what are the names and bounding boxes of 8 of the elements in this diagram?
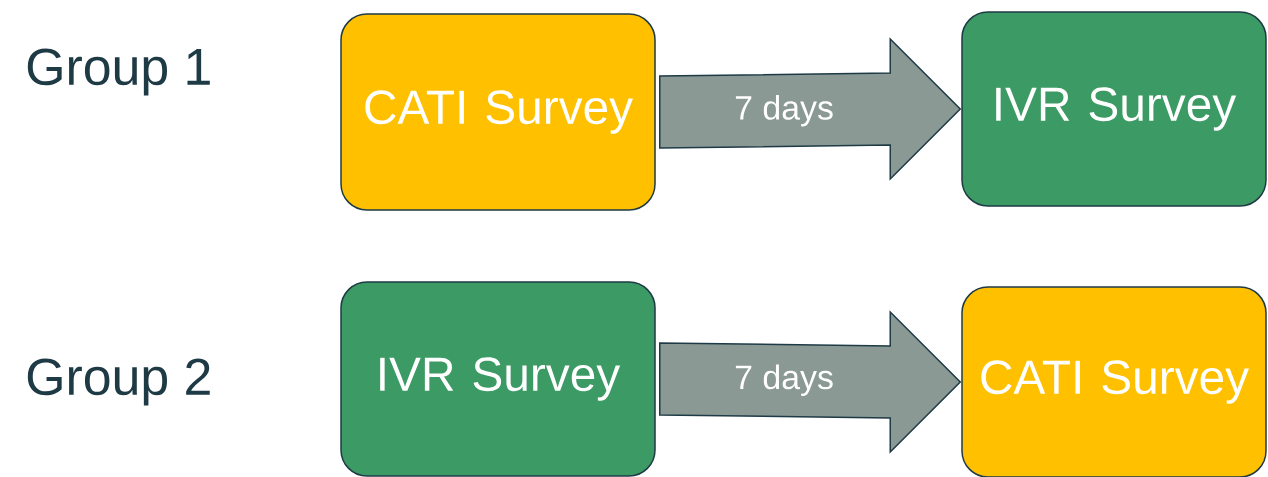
group-label: Group 2 xyxy=(27,358,210,406)
survey-box: IVR Survey xyxy=(340,281,656,477)
edge-label: 7 days xyxy=(733,93,835,128)
survey-box: CATI Survey xyxy=(340,13,656,211)
survey-box: IVR Survey xyxy=(961,11,1267,207)
group-label: Group 1 xyxy=(27,48,210,96)
edge-label: 7 days xyxy=(733,363,835,398)
survey-box: CATI Survey xyxy=(961,286,1267,477)
